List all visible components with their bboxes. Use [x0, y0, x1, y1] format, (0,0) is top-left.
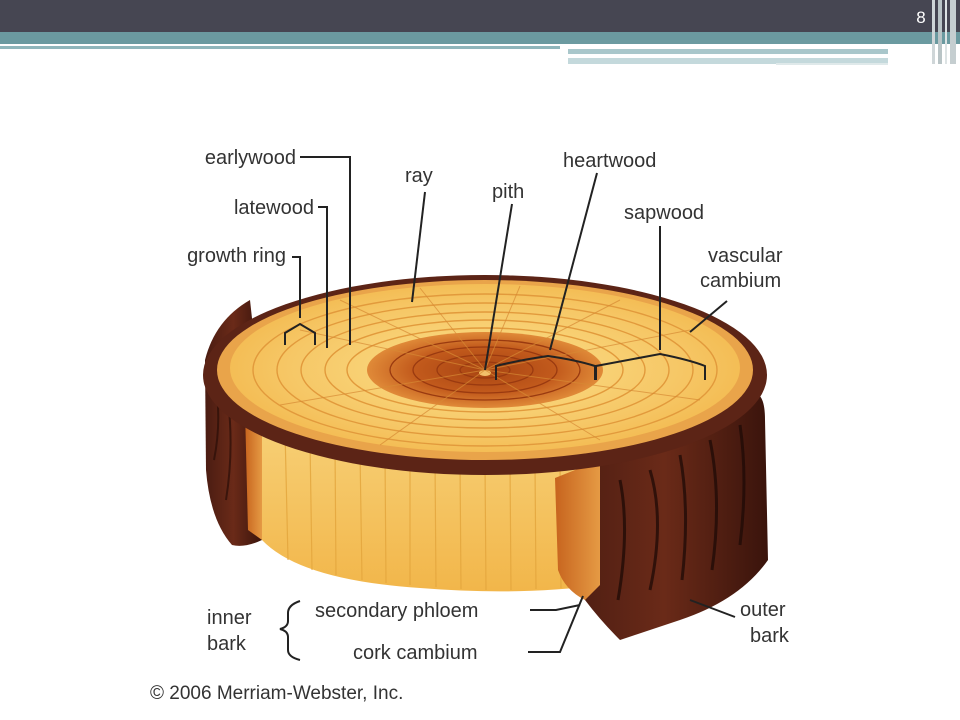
copyright-notice: © 2006 Merriam-Webster, Inc. [150, 683, 404, 704]
corner-stripe [932, 0, 935, 64]
corner-stripe [950, 0, 956, 64]
label-cork-cambium: cork cambium [353, 642, 477, 664]
label-secondary-phloem: secondary phloem [315, 600, 478, 622]
label-outer-bark: bark [750, 625, 790, 647]
accent-band [0, 32, 960, 44]
slide-number: 8 [916, 8, 926, 27]
accent-line [0, 46, 560, 49]
log-top-face [203, 275, 767, 475]
corner-stripe [938, 0, 942, 64]
label-outer: outer [740, 599, 786, 621]
label-sapwood: sapwood [624, 202, 704, 224]
accent-line-right-bottom [776, 63, 888, 65]
label-growth-ring: growth ring [187, 245, 286, 267]
label-inner: inner [207, 607, 252, 629]
label-vascular: vascular [708, 245, 783, 267]
bark-right-section [555, 393, 768, 640]
leader-lines [279, 156, 736, 661]
label-latewood: latewood [234, 197, 314, 219]
label-cambium: cambium [700, 270, 781, 292]
label-earlywood: earlywood [205, 147, 296, 169]
accent-line-right-lower [568, 58, 888, 64]
accent-line-right [568, 49, 888, 54]
label-inner-bark: bark [207, 633, 247, 655]
slide-title-bar [0, 0, 960, 32]
label-pith: pith [492, 181, 524, 203]
label-ray: ray [405, 165, 433, 187]
corner-stripe [945, 0, 947, 64]
label-heartwood: heartwood [563, 150, 656, 172]
